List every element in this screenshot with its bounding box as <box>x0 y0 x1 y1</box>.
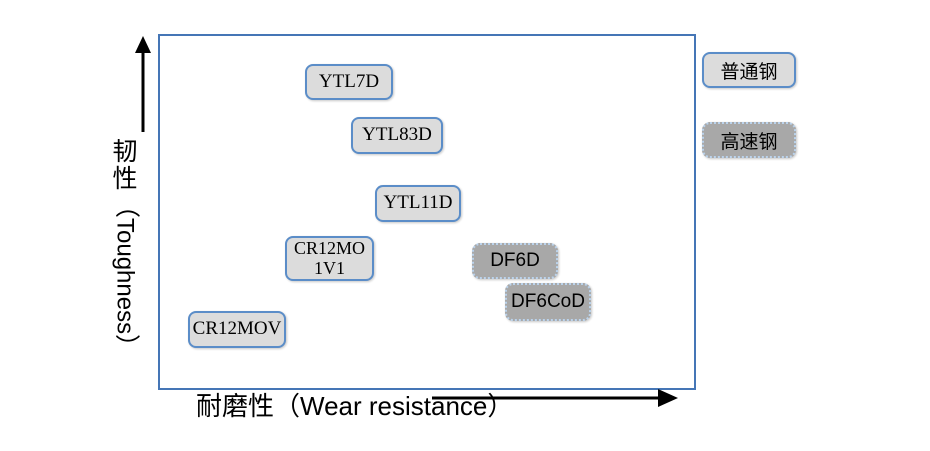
x-axis-title-cjk-open: 耐磨性（ <box>196 392 301 422</box>
legend-item-high-speed-steel[interactable]: 高速钢 <box>702 122 796 158</box>
y-axis-title: 韧 性 （ Toughness ） <box>104 139 146 390</box>
x-axis-arrow-icon <box>432 389 678 407</box>
y-axis-title-latin: Toughness <box>111 218 139 335</box>
y-axis-title-paren-close: ） <box>112 334 140 360</box>
y-axis-title-char-2: 性 <box>112 165 138 193</box>
node-ytl7d[interactable]: YTL7D <box>305 64 393 100</box>
node-cr12mo1v1[interactable]: CR12MO 1V1 <box>285 236 374 281</box>
node-df6cod[interactable]: DF6CoD <box>505 283 591 321</box>
node-ytl11d[interactable]: YTL11D <box>375 185 461 222</box>
x-axis-title-latin: Wear resistance <box>300 391 488 421</box>
node-cr12mov[interactable]: CR12MOV <box>188 311 286 348</box>
x-axis-title-cjk-close: ） <box>487 392 514 422</box>
node-df6d[interactable]: DF6D <box>472 243 558 279</box>
legend-item-normal-steel[interactable]: 普通钢 <box>702 52 796 88</box>
y-axis-title-paren-open: （ <box>112 193 140 219</box>
y-axis-arrow-icon <box>135 36 151 132</box>
legend: 普通钢 高速钢 <box>702 52 802 172</box>
node-ytl83d[interactable]: YTL83D <box>351 117 443 154</box>
y-axis-title-char-1: 韧 <box>112 139 138 166</box>
x-axis-title: 耐磨性（Wear resistance） <box>196 386 513 423</box>
